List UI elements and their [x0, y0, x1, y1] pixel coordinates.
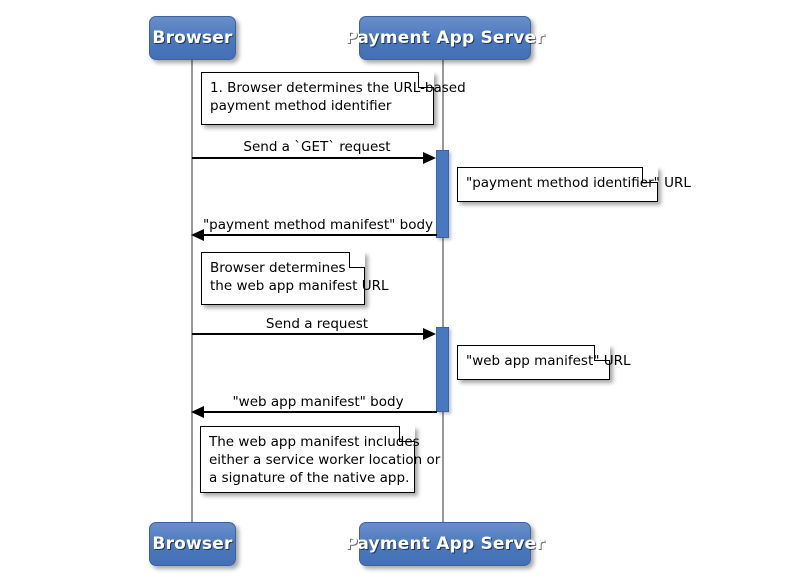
activation-bar-1 — [436, 150, 449, 238]
note-browser-determines-web-app-manifest-url: Browser determines the web app manifest … — [201, 251, 389, 305]
note-payment-method-identifier-url: "payment method identifier" URL — [457, 166, 691, 202]
message-arrowhead-payment-method-manifest-body — [191, 229, 204, 241]
lifeline-browser — [191, 59, 193, 524]
note-line: payment method identifier — [210, 98, 392, 114]
participant-payment-app-server-bottom[interactable]: Payment App Server — [345, 522, 545, 566]
note-line: "payment method identifier" URL — [466, 175, 691, 191]
message-label-send-get-request: Send a `GET` request — [243, 139, 391, 155]
message-arrowhead-web-app-manifest-body — [191, 406, 204, 418]
message-line-send-get-request — [192, 157, 432, 159]
message-label-send-a-request: Send a request — [265, 316, 369, 332]
message-arrowhead-send-get-request — [423, 152, 436, 164]
note-fold-corner-icon — [349, 251, 365, 268]
participant-payment-app-server-top-label: Payment App Server — [345, 28, 545, 48]
note-fold-corner-icon — [642, 166, 658, 183]
note-line: a signature of the native app. — [209, 470, 410, 486]
note-line: "web app manifest" URL — [466, 353, 631, 369]
participant-payment-app-server-bottom-label: Payment App Server — [345, 534, 545, 554]
message-line-payment-method-manifest-body — [203, 234, 437, 236]
message-line-send-a-request — [192, 333, 432, 335]
activation-bar-2 — [436, 327, 449, 412]
note-web-app-manifest-contents: The web app manifest includes either a s… — [200, 425, 441, 493]
note-web-app-manifest-url: "web app manifest" URL — [457, 344, 631, 380]
participant-browser-bottom[interactable]: Browser — [149, 522, 236, 566]
note-line: the web app manifest URL — [210, 278, 389, 294]
participant-browser-top-label: Browser — [152, 28, 233, 48]
message-line-web-app-manifest-body — [203, 411, 437, 413]
note-line: either a service worker location or — [209, 452, 441, 468]
participant-browser-bottom-label: Browser — [152, 534, 233, 554]
note-fold-corner-icon — [399, 425, 415, 442]
message-label-web-app-manifest-body: "web app manifest" body — [232, 394, 404, 410]
note-fold-corner-icon — [594, 344, 610, 361]
note-line: The web app manifest includes — [209, 434, 420, 450]
note-line: Browser determines — [210, 260, 346, 276]
message-label-payment-method-manifest-body: "payment method manifest" body — [202, 217, 434, 233]
note-fold-corner-icon — [418, 71, 434, 88]
participant-payment-app-server-top[interactable]: Payment App Server — [345, 16, 545, 60]
participant-browser-top[interactable]: Browser — [149, 16, 236, 60]
message-arrowhead-send-a-request — [423, 328, 436, 340]
note-line: 1. Browser determines the URL-based — [210, 80, 466, 96]
note-browser-determines-identifier: 1. Browser determines the URL-based paym… — [201, 71, 466, 125]
lifeline-payment-app-server — [442, 59, 444, 524]
